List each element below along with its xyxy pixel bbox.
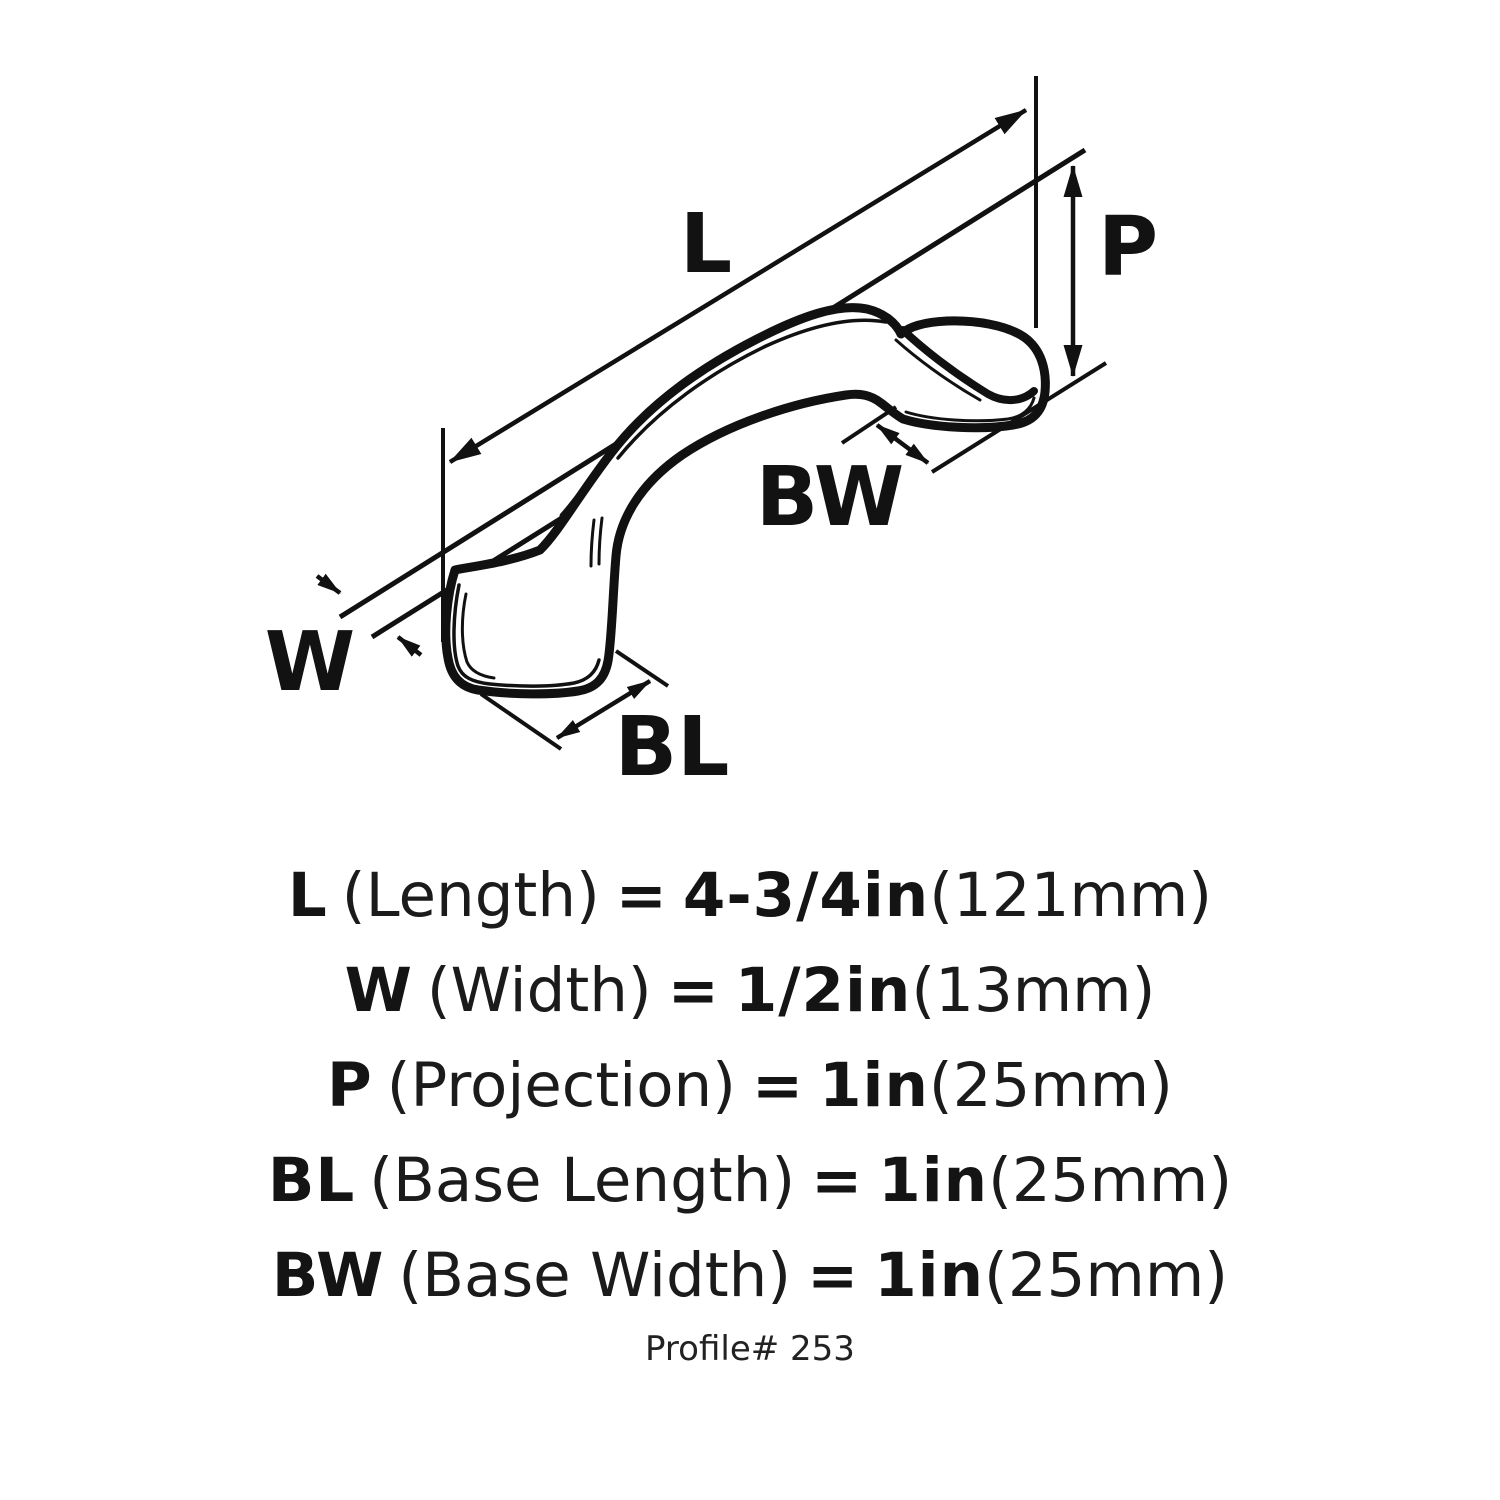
dimension-spec-list: L(Length)=4-3/4in(121mm) W(Width)=1/2in(…: [0, 848, 1500, 1369]
spec-code: BL: [267, 1145, 356, 1216]
spec-metric-value: (25mm): [928, 1050, 1173, 1121]
spec-row-width: W(Width)=1/2in(13mm): [0, 943, 1500, 1038]
spec-equals: =: [811, 1145, 863, 1216]
spec-metric-value: (25mm): [984, 1240, 1229, 1311]
spec-code: W: [344, 955, 413, 1026]
spec-metric-value: (121mm): [929, 860, 1213, 931]
label-base-width: BW: [756, 450, 904, 545]
handle-neck-inner-line-2: [597, 516, 604, 566]
handle-left-foot-inner-line: [452, 583, 601, 688]
spec-code: P: [327, 1050, 373, 1121]
spec-row-projection: P(Projection)=1in(25mm): [0, 1038, 1500, 1133]
spec-equals: =: [615, 860, 667, 931]
dimension-arrows: [315, 108, 1083, 740]
label-projection: P: [1098, 200, 1158, 295]
dim-line-base-width: [875, 423, 930, 465]
spec-equals: =: [807, 1240, 859, 1311]
spec-code: BW: [271, 1240, 385, 1311]
width-arrow-upper: [315, 573, 342, 595]
handle-outline: [441, 303, 1050, 699]
spec-metric-value: (25mm): [988, 1145, 1233, 1216]
spec-imperial-value: 4-3/4in: [682, 860, 930, 931]
tick-bl-right: [614, 649, 670, 688]
spec-row-base-width: BW(Base Width)=1in(25mm): [0, 1228, 1500, 1323]
label-length: L: [680, 197, 732, 292]
tick-bw-left: [840, 405, 898, 445]
handle-neck-inner-line-1: [589, 518, 596, 568]
spec-equals: =: [751, 1050, 804, 1121]
handle-left-foot-inner-line-2: [460, 592, 496, 680]
spec-row-length: L(Length)=4-3/4in(121mm): [0, 848, 1500, 943]
spec-imperial-value: 1in: [874, 1240, 985, 1311]
label-width: W: [265, 615, 355, 710]
spec-imperial-value: 1in: [819, 1050, 929, 1121]
spec-desc: (Base Length): [369, 1145, 796, 1216]
spec-desc: (Length): [341, 860, 600, 931]
width-arrow-lower: [396, 635, 423, 657]
spec-code: L: [287, 860, 328, 931]
tick-bl-left: [479, 692, 563, 751]
spec-desc: (Width): [426, 955, 652, 1026]
spec-imperial-value: 1in: [878, 1145, 989, 1216]
spec-desc: (Projection): [386, 1050, 736, 1121]
profile-number: Profile# 253: [645, 1329, 855, 1369]
handle-dimension-diagram: L P W BW BL: [265, 76, 1158, 795]
spec-imperial-value: 1/2in: [734, 955, 912, 1026]
dim-line-length: [448, 108, 1028, 464]
spec-desc: (Base Width): [398, 1240, 792, 1311]
spec-row-base-length: BL(Base Length)=1in(25mm): [0, 1133, 1500, 1228]
dim-line-base-length: [555, 679, 652, 740]
spec-equals: =: [667, 955, 719, 1026]
pull-handle-drawing: [441, 303, 1050, 699]
spec-metric-value: (13mm): [911, 955, 1156, 1026]
label-base-length: BL: [615, 700, 730, 795]
